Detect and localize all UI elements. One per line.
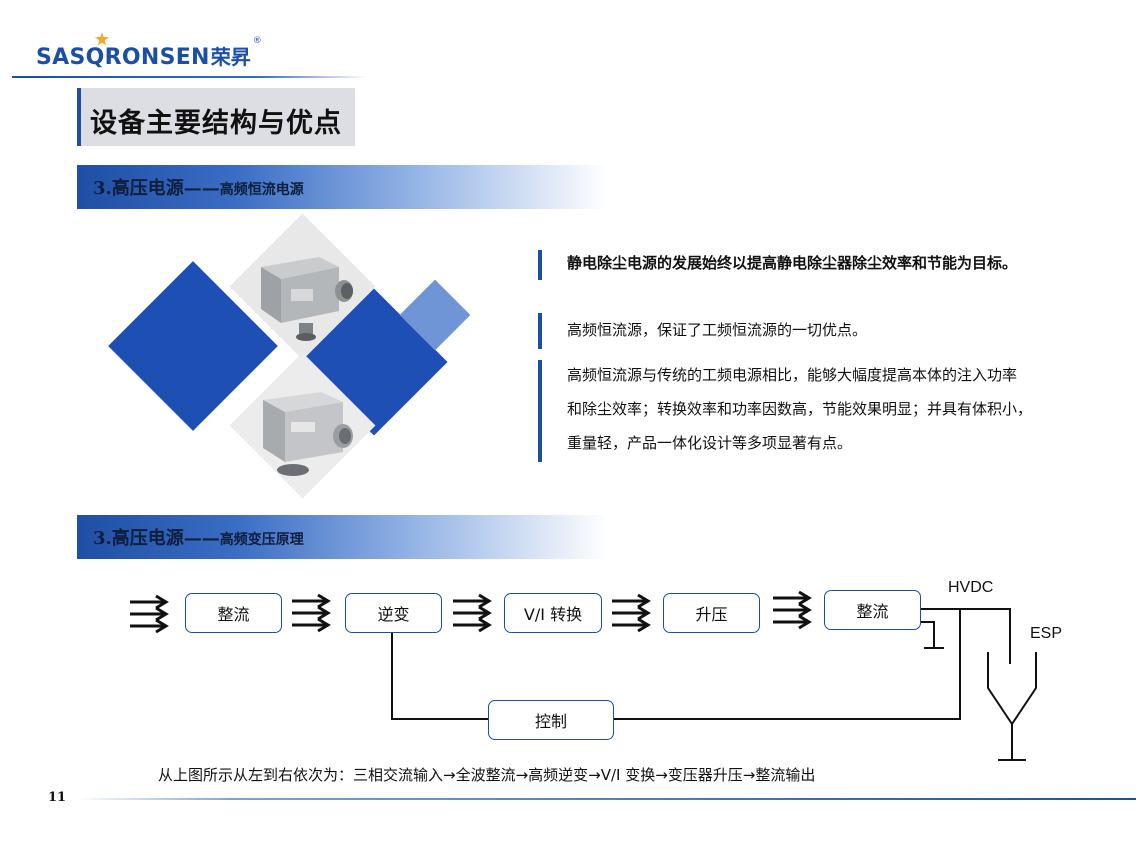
bullet-text: 静电除尘电源的发展始终以提高静电除尘器除尘效率和节能为目标。 [567,254,1018,272]
brand-logo: SASQRONSEN 荣昇 ® [36,32,262,70]
sun-icon [95,32,109,46]
page-number: 11 [48,790,67,805]
bullet-bar [538,250,542,280]
esp-label: ESP [1030,625,1063,642]
ground-symbol [921,621,944,649]
inverter-box: 逆变 [345,593,442,633]
section-subtitle: 高频恒流电源 [219,182,304,198]
section-main-title: 高压电源 [111,528,184,549]
bullet-bar [538,360,542,462]
bullet-line: 和除尘效率；转换效率和功率因数高，节能效果明显；并具有体积小， [567,400,1033,418]
bullet-bar [538,313,542,349]
bullet-text: 高频恒流源，保证了工频恒流源的一切优点。 [567,321,868,339]
flow-arrow [610,593,650,633]
header-divider [12,76,367,78]
control-feedback-line [391,633,488,720]
control-box: 控制 [488,700,614,740]
brand-cn-name: 荣昇 [210,45,251,69]
brand-name: SASQRONSEN [36,45,210,70]
bullet-comparison: 高频恒流源与传统的工频电源相比，能够大幅度提高本体的注入功率 和除尘效率；转换效… [538,360,1058,462]
esp-symbol [987,652,1037,761]
section-dash: —— [183,528,220,549]
bullet-line: 重量轻，产品一体化设计等多项显著有点。 [567,434,853,452]
section-subtitle: 高频变压原理 [219,532,304,548]
flow-arrow [451,593,491,633]
section-header-1: 3.高压电源——高频恒流电源 [77,165,607,209]
step-up-box: 升压 [663,593,760,633]
registered-mark: ® [252,36,262,46]
hvdc-line [921,608,1011,664]
footer-divider [76,798,1136,800]
input-arrow [128,594,168,634]
page-title: 设备主要结构与优点 [90,108,342,139]
diagram-caption: 从上图所示从左到右依次为：三相交流输入→全波整流→高频逆变→V/I 变换→变压器… [158,766,816,784]
section-header-2: 3.高压电源——高频变压原理 [77,515,607,559]
bullet-goal: 静电除尘电源的发展始终以提高静电除尘器除尘效率和节能为目标。 [538,250,1058,280]
flow-arrow [290,593,330,633]
vi-converter-box: V/I 转换 [504,593,602,633]
hvdc-label: HVDC [948,579,994,596]
section-number: 3. [93,528,112,549]
output-rectifier-box: 整流 [824,590,921,630]
title-background [77,88,355,146]
rectifier-box: 整流 [185,593,282,633]
section-number: 3. [93,178,112,199]
flow-arrow [771,590,811,630]
section-dash: —— [183,178,220,199]
section-main-title: 高压电源 [111,178,184,199]
bullet-line: 高频恒流源与传统的工频电源相比，能够大幅度提高本体的注入功率 [567,366,1018,384]
bullet-advantage: 高频恒流源，保证了工频恒流源的一切优点。 [538,313,1058,349]
